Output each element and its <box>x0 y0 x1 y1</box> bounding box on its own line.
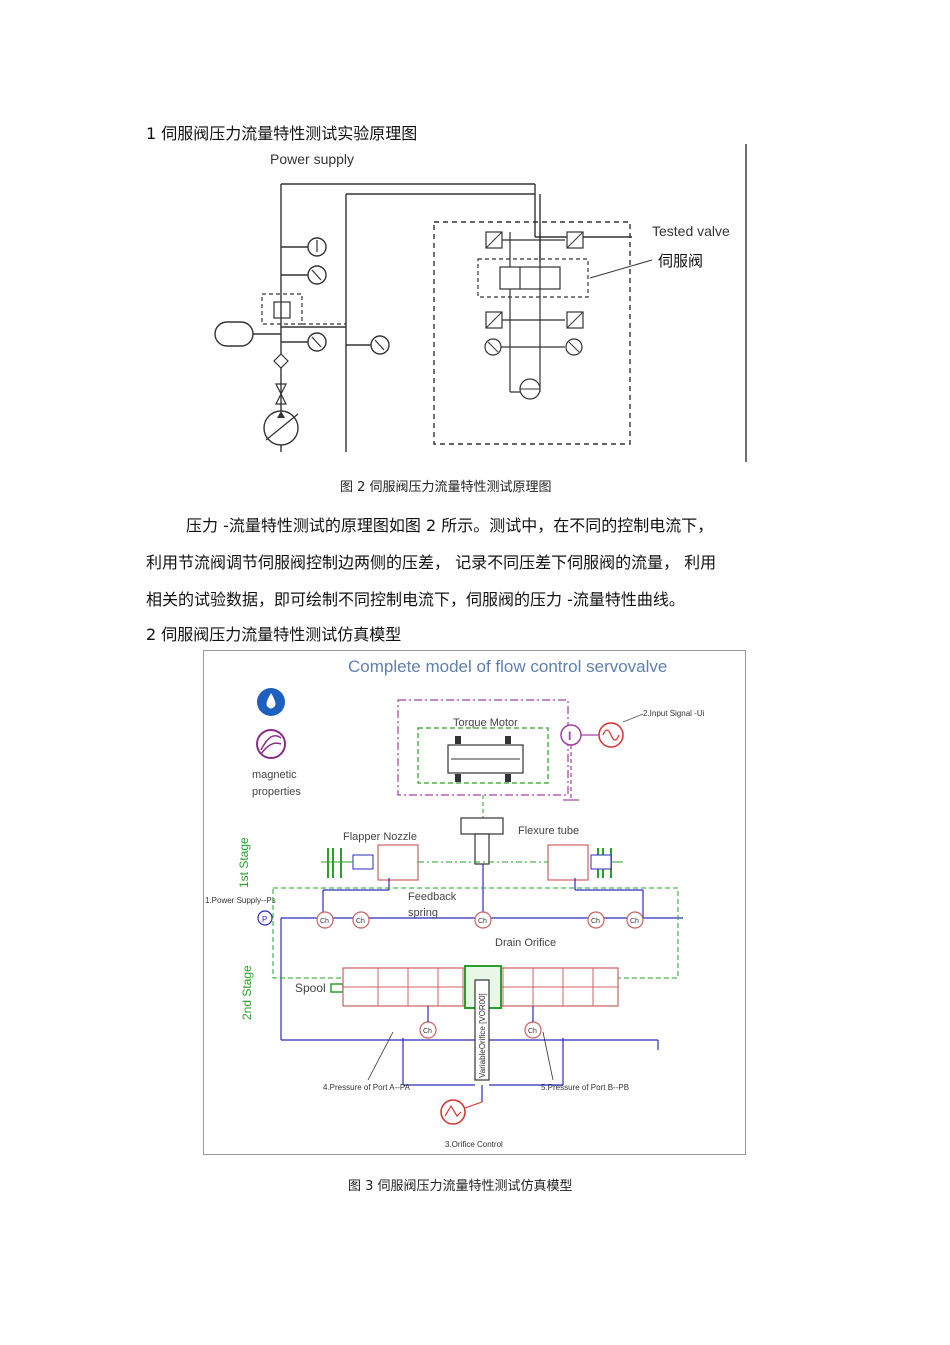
magnetic-label: magnetic <box>252 769 297 781</box>
paragraph-line1: 压力 -流量特性测试的原理图如图 2 所示。测试中，在不同的控制电流下， <box>186 516 714 535</box>
properties-label: properties <box>252 786 301 798</box>
torque-motor-label: Torque Motor <box>453 717 518 729</box>
svg-text:I: I <box>568 729 571 743</box>
pressure-a-label: 4.Pressure of Port A--PA <box>323 1083 411 1092</box>
section1-heading: 1 伺服阀压力流量特性测试实验原理图 <box>146 124 418 143</box>
section2-heading: 2 伺服阀压力流量特性测试仿真模型 <box>146 625 402 644</box>
input-signal-label: 2.Input Signal -Ui <box>643 709 705 718</box>
first-stage-label: 1st Stage <box>237 837 251 888</box>
tested-valve-label: Tested valve <box>652 223 730 239</box>
svg-text:Ch: Ch <box>591 918 600 925</box>
servo-valve-label: 伺服阀 <box>658 253 703 270</box>
pressure-b-label: 5.Pressure of Port B--PB <box>541 1083 629 1092</box>
drain-orifice-label: Drain Orifice <box>495 937 556 949</box>
power-supply-ps-label: 1.Power Supply--Ps <box>205 896 276 905</box>
feedback-label: Feedback <box>408 891 457 903</box>
variable-orifice-label: VariableOrifice [VOR00] <box>478 993 487 1078</box>
paragraph-line3: 相关的试验数据，即可绘制不同控制电流下，伺服阀的压力 -流量特性曲线。 <box>146 590 685 609</box>
figure3-model: Complete model of flow control servovalv… <box>203 650 746 1155</box>
svg-text:Ch: Ch <box>356 918 365 925</box>
paragraph-line2: 利用节流阀调节伺服阀控制边两侧的压差， 记录不同压差下伺服阀的流量， 利用 <box>146 553 717 572</box>
svg-text:Ch: Ch <box>630 918 639 925</box>
figure3-caption: 图 3 伺服阀压力流量特性测试仿真模型 <box>348 1179 573 1194</box>
flexure-tube-label: Flexure tube <box>518 825 579 837</box>
flapper-nozzle-label: Flapper Nozzle <box>343 831 417 843</box>
power-supply-label: Power supply <box>270 151 354 167</box>
spool-label: Spool <box>295 981 326 995</box>
figure2-schematic: Power supply Tested valve 伺服阀 <box>214 144 747 462</box>
svg-text:Ch: Ch <box>478 918 487 925</box>
orifice-control-label: 3.Orifice Control <box>445 1140 503 1149</box>
svg-text:Ch: Ch <box>320 918 329 925</box>
orifice-control-source <box>440 1099 466 1125</box>
svg-text:P: P <box>262 915 267 924</box>
model-title: Complete model of flow control servovalv… <box>348 657 667 676</box>
svg-text:Ch: Ch <box>528 1028 537 1035</box>
svg-text:Ch: Ch <box>423 1028 432 1035</box>
power-supply-source <box>257 910 273 926</box>
figure2-caption: 图 2 伺服阀压力流量特性测试原理图 <box>340 480 552 495</box>
second-stage-label: 2nd Stage <box>240 965 254 1020</box>
spring-label: spring <box>408 907 438 919</box>
